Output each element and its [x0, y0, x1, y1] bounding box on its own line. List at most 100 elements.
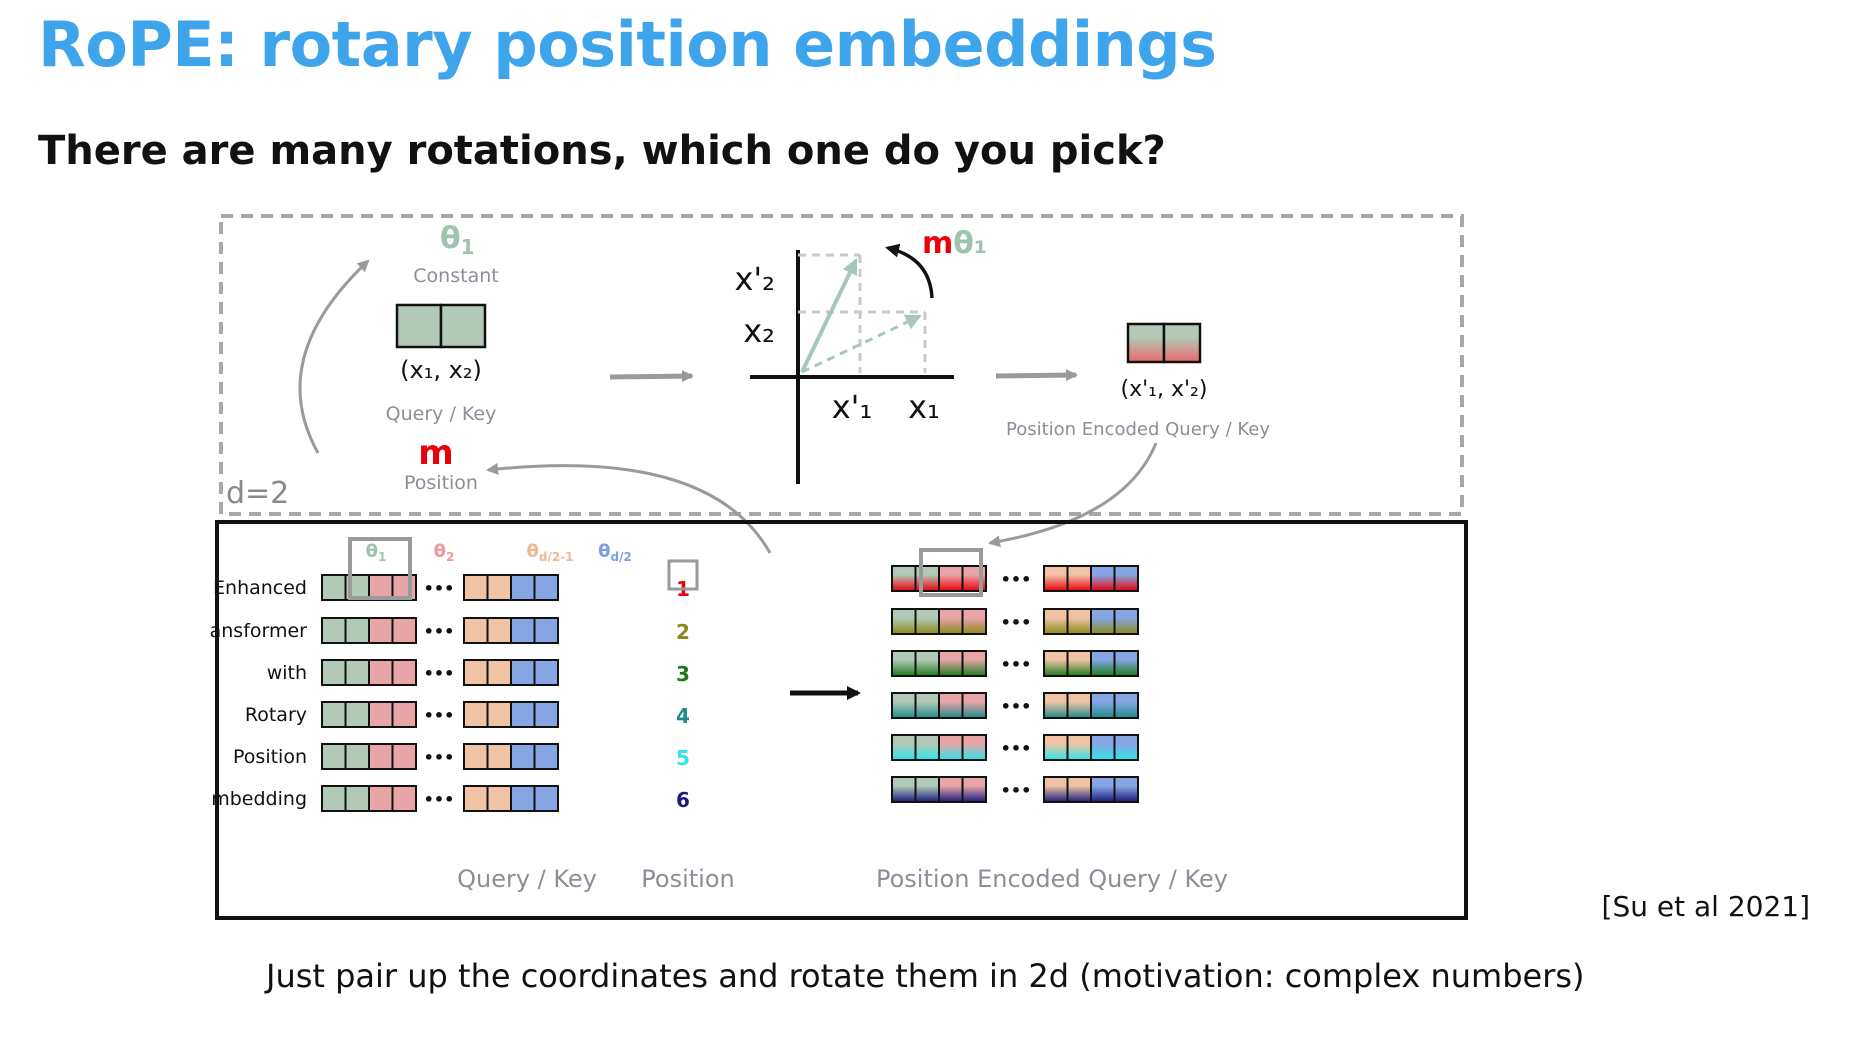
bottom-query-key-label: Query / Key — [457, 865, 597, 893]
ellipsis: ••• — [1001, 570, 1032, 589]
encoded-cell — [1090, 608, 1116, 635]
query-cell — [510, 617, 536, 644]
encoded-cell — [1090, 734, 1116, 761]
encoded-cell — [1113, 734, 1139, 761]
query-cell — [463, 743, 489, 770]
encoded-cell — [1066, 608, 1092, 635]
ellipsis: ••• — [424, 790, 455, 809]
encoded-cell — [961, 650, 987, 677]
theta-header-3: θd/2-1 — [526, 541, 573, 564]
ellipsis: ••• — [1001, 697, 1032, 716]
query-cell — [344, 785, 370, 812]
side-word: with — [267, 662, 307, 684]
theta-header-1: θ1 — [366, 541, 387, 564]
encoded-cell — [938, 692, 964, 719]
encoded-cell — [1066, 734, 1092, 761]
query-cell — [391, 743, 417, 770]
encoded-cell — [1043, 565, 1069, 592]
encoded-cell — [1090, 692, 1116, 719]
ellipsis: ••• — [1001, 613, 1032, 632]
position-number: 2 — [676, 620, 690, 644]
encoded-cell — [891, 565, 917, 592]
encoded-pair-block: (x'₁, x'₂) Position Encoded Query / Key — [1006, 322, 1270, 440]
encoded-cell — [938, 608, 964, 635]
query-cell — [510, 785, 536, 812]
bottom-encoded-label: Position Encoded Query / Key — [876, 865, 1228, 893]
bottom-panel-border — [215, 520, 1468, 920]
side-word: Position — [233, 746, 307, 768]
query-cell — [533, 659, 559, 686]
query-cell — [368, 785, 394, 812]
encoded-cell — [891, 692, 917, 719]
ellipsis: ••• — [424, 579, 455, 598]
encoded-cell — [961, 776, 987, 803]
encoded-cell — [1066, 565, 1092, 592]
query-cell — [344, 743, 370, 770]
slide-title: RoPE: rotary position embeddings — [38, 8, 1217, 81]
query-cell — [510, 574, 536, 601]
theta-1-highlight-box — [348, 537, 412, 600]
query-cell — [391, 785, 417, 812]
encoded-cell — [914, 692, 940, 719]
original-vector — [801, 314, 922, 374]
side-word: Embedding — [210, 788, 307, 810]
query-cell — [486, 785, 512, 812]
top-arrow-right — [995, 369, 1078, 382]
query-cell — [321, 659, 347, 686]
encoded-cell — [938, 650, 964, 677]
query-cell — [486, 743, 512, 770]
position-number: 4 — [676, 704, 690, 728]
query-cell — [321, 785, 347, 812]
encoded-highlight-box — [919, 548, 983, 597]
encoded-cell — [891, 776, 917, 803]
theta-1-label: θ1 — [440, 221, 475, 259]
query-cell — [463, 701, 489, 728]
encoded-connector-arrow — [988, 442, 1158, 548]
encoded-cell — [1113, 565, 1139, 592]
d-equals-2-label: d=2 — [226, 476, 289, 511]
encoded-cell — [914, 650, 940, 677]
query-cell — [486, 659, 512, 686]
bottom-position-label: Position — [641, 865, 734, 893]
encoded-cell — [914, 734, 940, 761]
ellipsis: ••• — [1001, 781, 1032, 800]
encoded-cell — [1043, 734, 1069, 761]
encoded-cell — [914, 776, 940, 803]
encoded-cell — [1113, 650, 1139, 677]
position-1-highlight-box — [667, 559, 699, 591]
side-word: Transformer — [210, 620, 307, 642]
rotation-arrow-icon — [885, 243, 934, 299]
query-cell — [463, 785, 489, 812]
query-cell — [344, 617, 370, 644]
ellipsis: ••• — [424, 622, 455, 641]
query-cell — [344, 659, 370, 686]
query-cell — [391, 659, 417, 686]
query-cell — [463, 574, 489, 601]
theta-header-4: θd/2 — [598, 541, 632, 564]
rotation-plot: x'₂ x₂ x'₁ x₁ mθ₁ — [734, 226, 987, 484]
query-cell — [391, 701, 417, 728]
query-cell — [510, 701, 536, 728]
query-cell — [368, 659, 394, 686]
query-pair-cell-2 — [439, 303, 487, 349]
query-cell — [463, 617, 489, 644]
encoded-cell — [938, 565, 964, 592]
encoded-cell — [1113, 608, 1139, 635]
constant-label: Constant — [413, 265, 498, 287]
position-number: 3 — [676, 662, 690, 686]
position-number: 5 — [676, 746, 690, 770]
encoded-cell — [1090, 776, 1116, 803]
encoded-cell — [961, 692, 987, 719]
query-cell — [486, 574, 512, 601]
query-cell — [391, 617, 417, 644]
axis-x2: x₂ — [743, 312, 775, 350]
encoded-cell — [891, 650, 917, 677]
axis-x2-prime: x'₂ — [734, 260, 775, 298]
query-cell — [321, 743, 347, 770]
ellipsis: ••• — [424, 706, 455, 725]
encoded-cell — [914, 608, 940, 635]
encoded-cell-1 — [1126, 322, 1166, 364]
query-cell — [368, 701, 394, 728]
caption: Just pair up the coordinates and rotate … — [266, 957, 1585, 995]
top-encoded-label: Position Encoded Query / Key — [1006, 419, 1270, 440]
